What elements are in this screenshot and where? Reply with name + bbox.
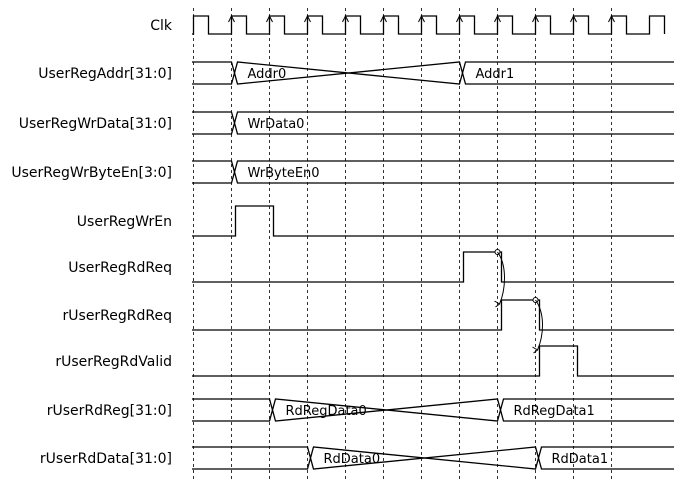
arrow-head	[494, 300, 501, 308]
cause-arrow	[535, 299, 543, 351]
rising-edge-arrow	[304, 14, 311, 23]
rising-edge-arrow	[228, 14, 235, 23]
signal-label: UserRegWrByteEn[3:0]	[11, 165, 172, 181]
bus-value-label: Addr1	[476, 67, 515, 82]
signal-label: UserRegAddr[31:0]	[38, 66, 172, 82]
signal-label: rUserRdReg[31:0]	[47, 403, 172, 419]
bus-value-label: WrByteEn0	[248, 166, 320, 181]
bus-value-label: WrData0	[248, 117, 305, 132]
cycle-guide-lines	[193, 8, 612, 480]
bus-waveform	[192, 398, 674, 422]
rising-edge-arrow	[266, 14, 273, 23]
cause-arrow	[497, 251, 505, 305]
arrow-head	[532, 346, 539, 354]
bus-value-label: RdRegData1	[514, 404, 595, 419]
clock-waveform	[192, 15, 666, 35]
signal-label: UserRegWrData[31:0]	[19, 116, 172, 132]
rising-edge-arrow	[532, 14, 539, 23]
rising-edge-arrow	[418, 14, 425, 23]
bus-waveform	[192, 160, 674, 184]
bit-waveform	[192, 299, 674, 331]
rising-edge-arrow	[342, 14, 349, 23]
signal-label: rUserRdData[31:0]	[40, 451, 172, 467]
bit-waveform	[192, 205, 674, 237]
bus-value-label: RdData1	[552, 452, 609, 467]
rising-edge-arrow	[494, 14, 501, 23]
rising-edge-arrow	[570, 14, 577, 23]
bus-waveform	[192, 111, 674, 135]
bus-waveform	[192, 61, 674, 85]
rising-edge-arrow	[456, 14, 463, 23]
signal-label: UserRegWrEn	[77, 214, 172, 230]
signal-label: rUserRegRdValid	[55, 354, 172, 370]
signal-label: rUserRegRdReq	[63, 308, 172, 324]
rising-edge-arrow	[608, 14, 615, 23]
bit-waveform	[192, 345, 674, 377]
signal-label: UserRegRdReq	[68, 260, 172, 276]
bus-value-label: RdRegData0	[286, 404, 367, 419]
rising-edge-arrow	[380, 14, 387, 23]
bus-waveform	[192, 398, 674, 422]
signal-label: Clk	[150, 18, 173, 34]
bus-waveform	[192, 446, 674, 470]
causality-arrows	[494, 249, 543, 354]
waveforms	[192, 14, 674, 470]
bus-value-label: Addr0	[248, 67, 287, 82]
bit-waveform	[192, 251, 674, 283]
